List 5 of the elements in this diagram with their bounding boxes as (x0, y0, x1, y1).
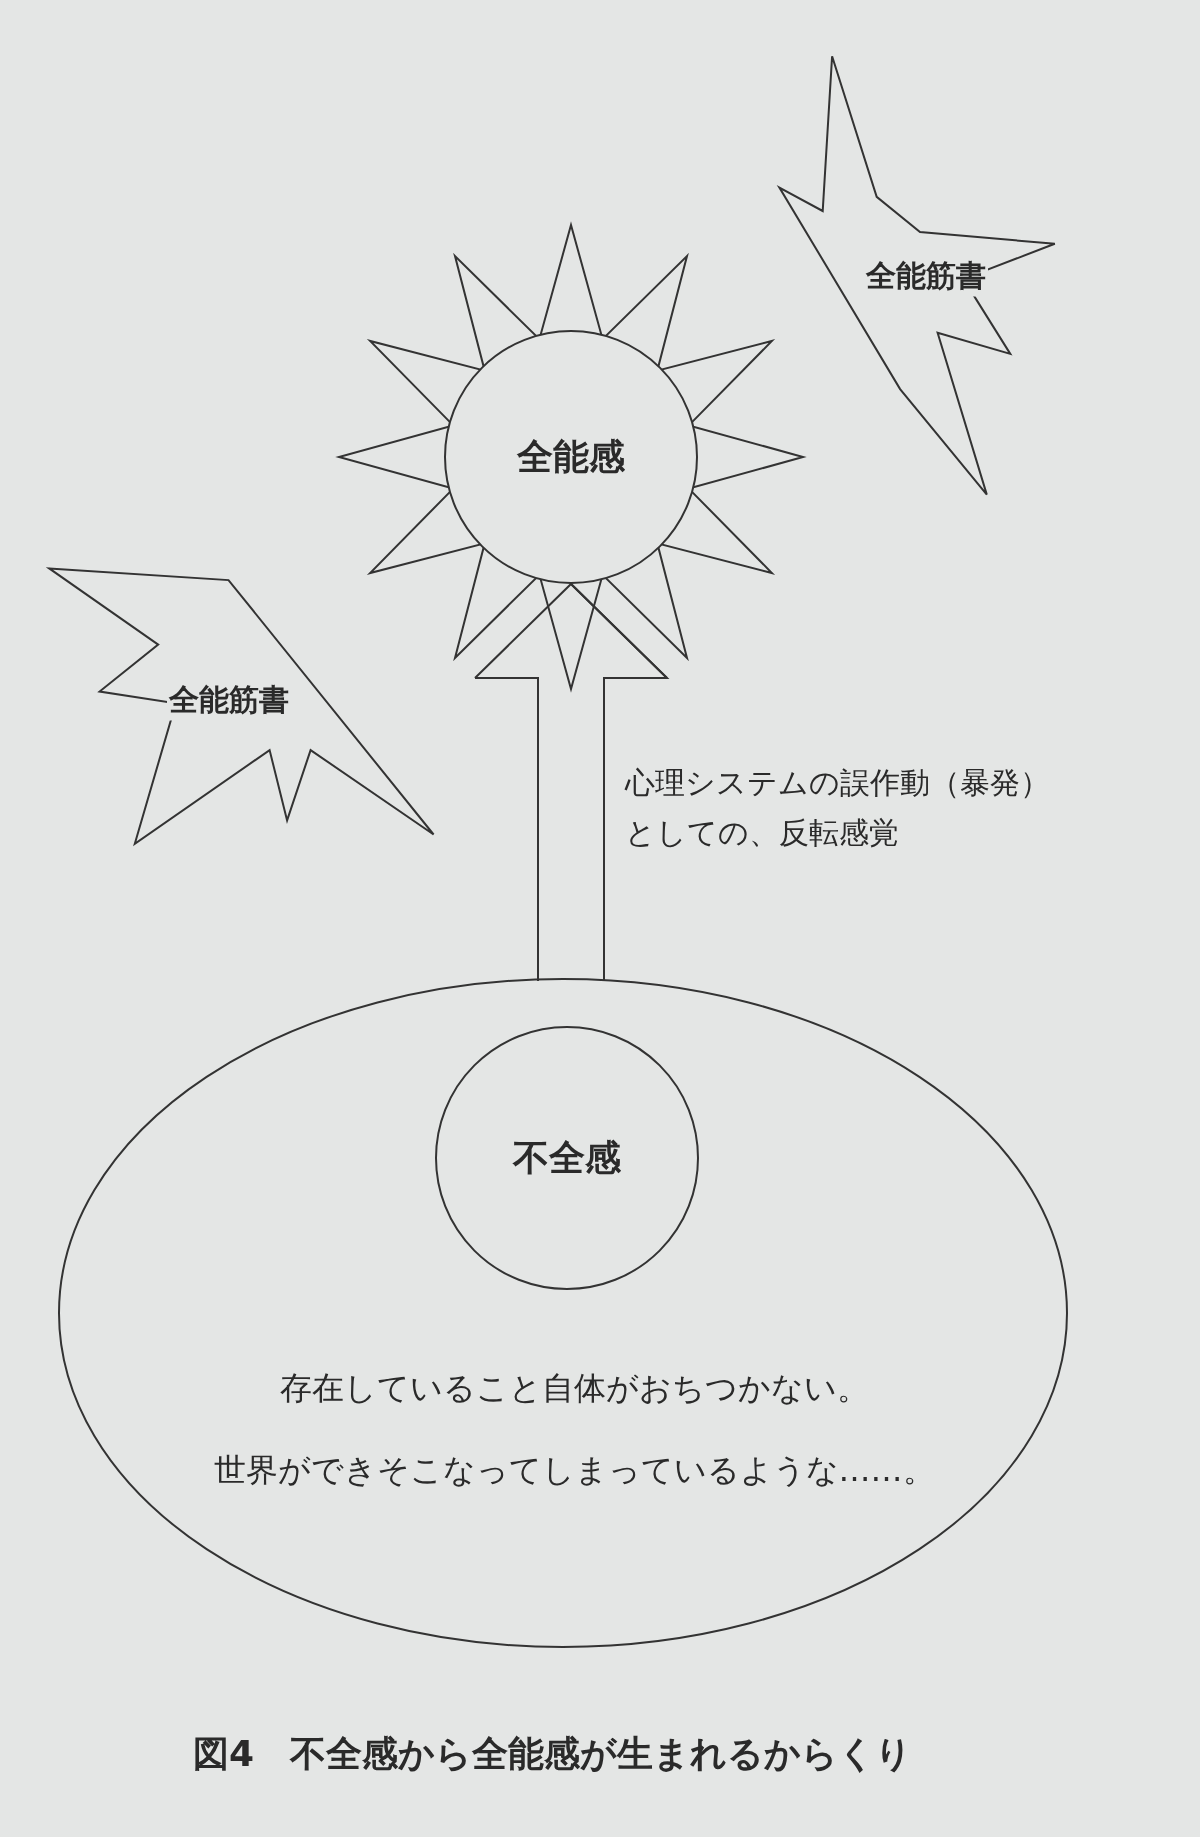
body-text: 存在していること自体がおちつかない。 (279, 1368, 869, 1409)
block-arrow (474, 583, 670, 982)
body-text: 世界ができそこなってしまっているような……。 (213, 1450, 935, 1491)
caption: 図4 不全感から全能感が生まれるからくり (193, 1732, 913, 1776)
node-label: 不全感 (513, 1135, 621, 1180)
